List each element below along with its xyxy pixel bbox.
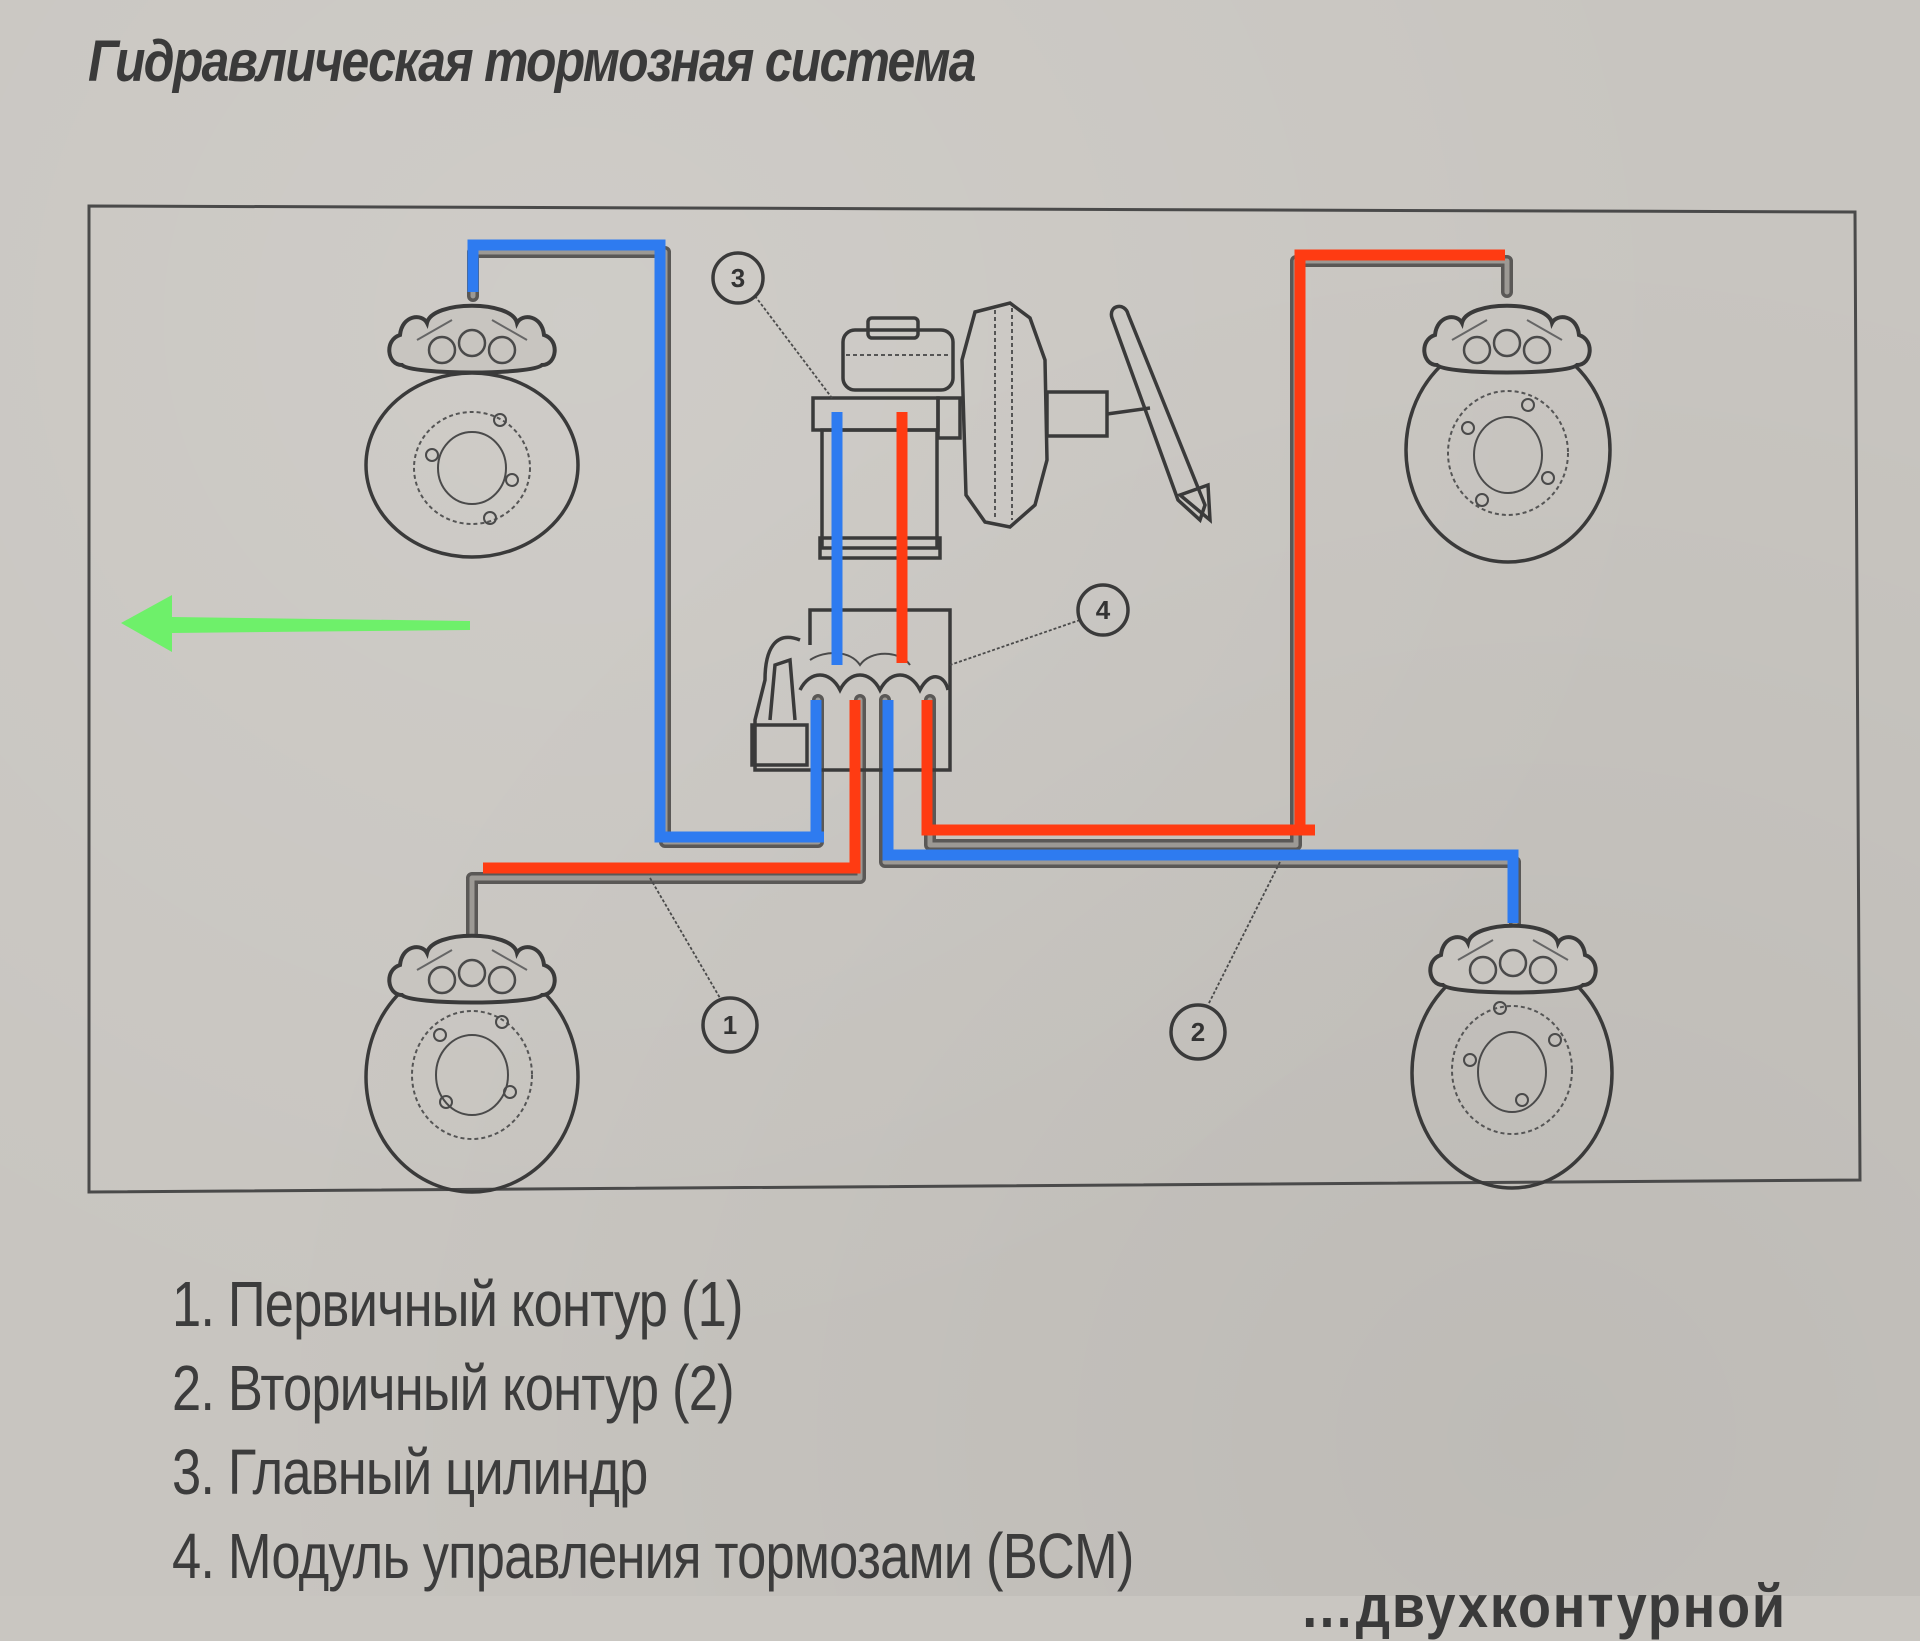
rear-left-brake — [364, 933, 580, 1194]
rear-right-brake — [1410, 923, 1614, 1190]
legend-item-master-cylinder: 3. Главный цилиндр — [172, 1436, 648, 1508]
legend-item-secondary-circuit: 2. Вторичный контур (2) — [172, 1352, 735, 1424]
brake-system-diagram: 3 4 1 2 — [87, 204, 1862, 1194]
cutoff-text: …двухконтурной — [1300, 1573, 1787, 1640]
page-title: Гидравлическая тормозная система — [88, 29, 976, 94]
legend-item-primary-circuit: 1. Первичный контур (1) — [172, 1268, 743, 1340]
callout-4: 4 — [949, 583, 1130, 666]
svg-text:3: 3 — [731, 263, 745, 293]
primary-circuit-lines — [483, 249, 1505, 874]
red-line-rear-left — [483, 700, 861, 874]
master-cylinder — [811, 316, 962, 550]
front-right-brake — [1404, 303, 1612, 564]
blue-line-front-left — [467, 239, 824, 843]
arrow-left-icon — [121, 595, 470, 652]
svg-text:2: 2 — [1191, 1017, 1205, 1047]
svg-text:4: 4 — [1096, 595, 1111, 625]
diagram-frame — [87, 204, 1862, 1194]
brake-booster — [960, 301, 1151, 529]
red-line-front-right-riser — [1294, 249, 1505, 830]
svg-text:1: 1 — [723, 1010, 737, 1040]
legend-item-bcm: 4. Модуль управления тормозами (BCM) — [172, 1520, 1134, 1592]
brake-pedal — [1109, 304, 1212, 524]
front-left-brake — [364, 303, 580, 559]
blue-line-rear-right — [882, 700, 1519, 923]
legend-list: 1. Первичный контур (1) 2. Вторичный кон… — [172, 1262, 1345, 1598]
callout-3: 3 — [711, 251, 833, 399]
brake-control-module — [750, 536, 952, 772]
callout-2: 2 — [1169, 861, 1281, 1061]
callout-1: 1 — [649, 877, 759, 1054]
red-line-front-right — [921, 700, 1315, 836]
page-background — [0, 0, 1920, 1596]
secondary-circuit-lines — [467, 239, 1519, 923]
